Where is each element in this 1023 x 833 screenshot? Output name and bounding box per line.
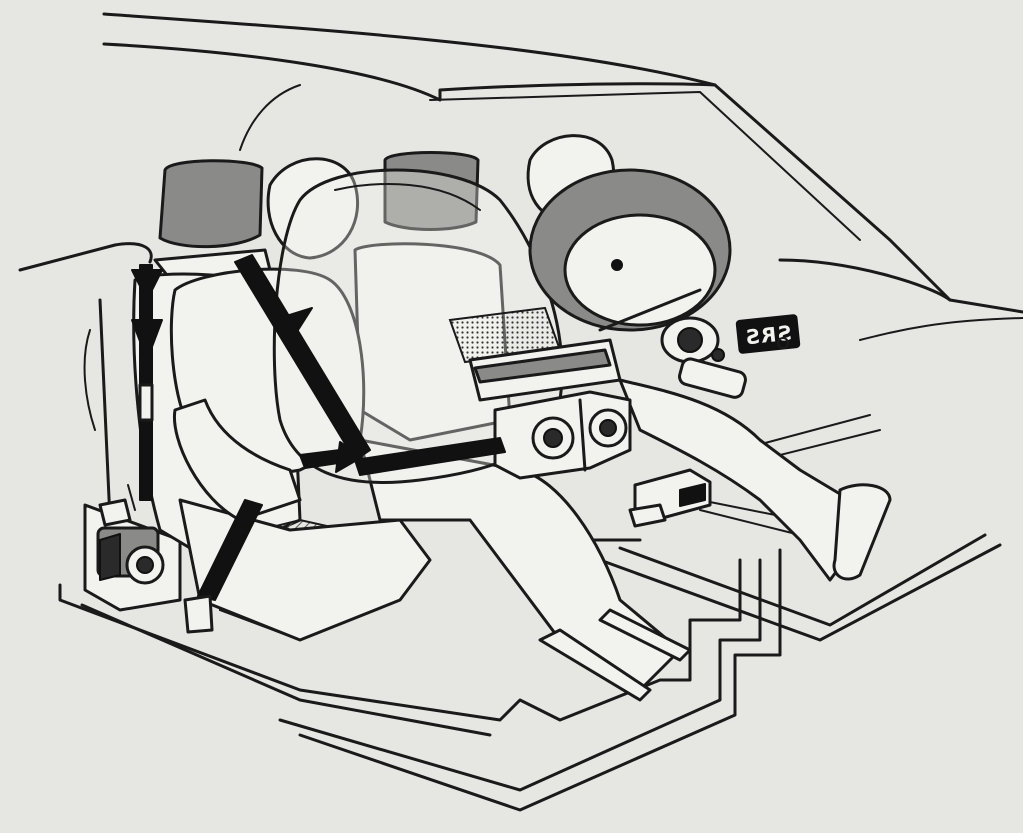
driver-head xyxy=(266,157,360,260)
srs-badge: SRS xyxy=(735,314,801,354)
seat-belt-lap-strap xyxy=(354,437,506,476)
seat-belt-pillar-strap xyxy=(139,264,153,501)
srs-label: SRS xyxy=(743,321,792,350)
driver-shoe-left xyxy=(538,628,652,702)
driver-figure xyxy=(169,157,692,702)
belt-tension-arrow-right xyxy=(335,441,363,473)
seat-belt xyxy=(131,254,506,634)
control-unit xyxy=(628,503,667,528)
column-sensor xyxy=(660,316,747,399)
driver-arm xyxy=(172,398,302,522)
belt-tension-arrow-up xyxy=(279,307,313,331)
belt-retractor xyxy=(96,484,165,585)
car-body-outline xyxy=(18,12,1023,341)
seat-belt-buckle-strap xyxy=(197,499,263,601)
driver-headrest xyxy=(158,159,264,249)
crash-sensor xyxy=(628,468,712,528)
driver-legs xyxy=(358,438,682,692)
seat-belt-buckle xyxy=(183,594,214,634)
passenger-headrest xyxy=(383,151,480,231)
inflated-airbag xyxy=(272,168,564,484)
driver-shoe-right xyxy=(598,608,692,662)
seat-belt-shoulder-strap xyxy=(234,254,371,461)
belt-arrow-down xyxy=(131,319,163,361)
knee-bolster xyxy=(493,390,632,480)
steering-wheel xyxy=(468,168,732,402)
passenger-shoe xyxy=(832,483,892,581)
